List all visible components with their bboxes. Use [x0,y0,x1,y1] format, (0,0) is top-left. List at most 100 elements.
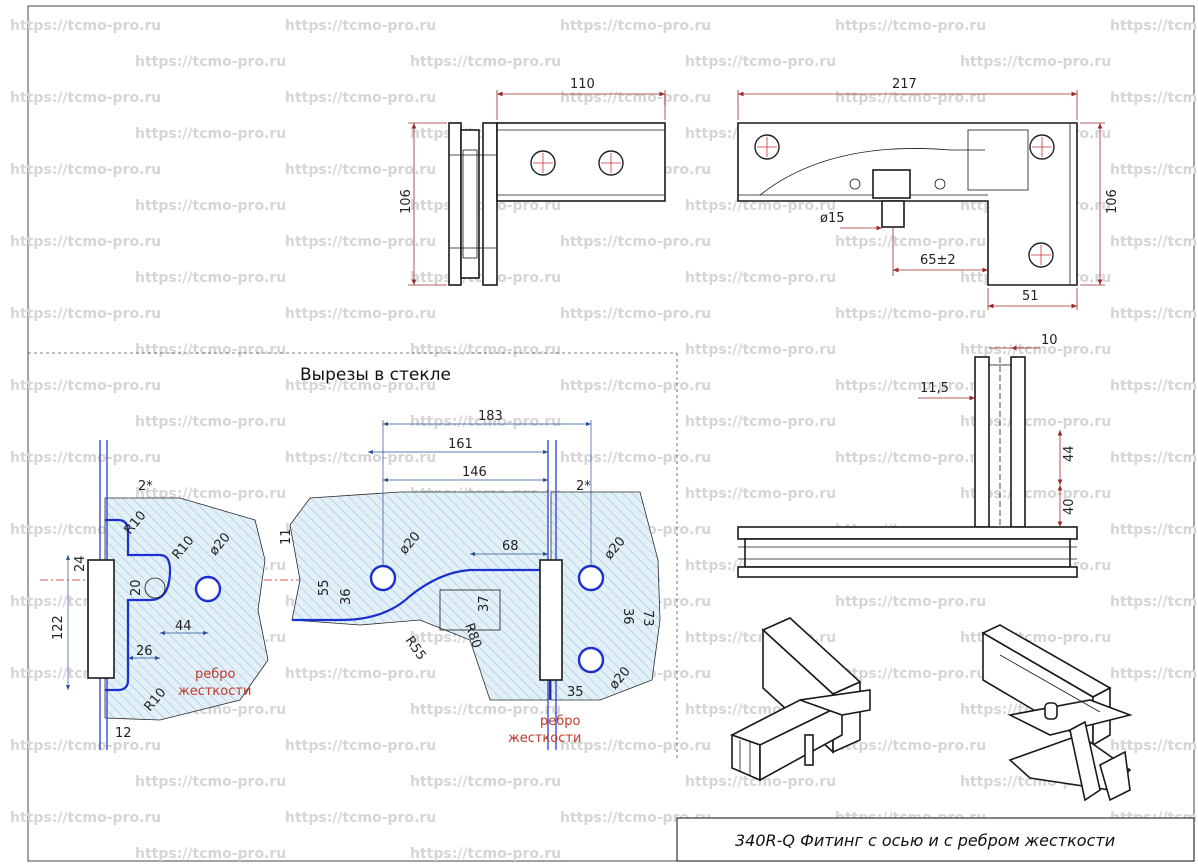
rib-label-left-1: ребро [195,667,236,682]
watermark-text: https://tcmo-pro.ru [835,666,986,682]
watermark-text: https://tcmo-pro.ru [560,306,711,322]
screw-icon [530,150,556,176]
dim-35: 35 [567,685,584,700]
watermark-text: https://tcmo-pro.ru [960,54,1111,70]
dim-pin-diameter: ø15 [820,211,845,226]
watermark-text: https://tcmo-pro.ru [835,450,986,466]
watermark-text: https://tcmo-pro.ru [685,54,836,70]
dim-12: 12 [115,726,132,741]
watermark-text: https://tcmo-pro.ru [835,234,986,250]
screw-icon [1029,134,1055,160]
watermark-text: https://tcmo-pro.ru [835,90,986,106]
watermark-text: https://tcmo-pro.ru [285,234,436,250]
watermark-text: https://tcmo-pro.ru [685,342,836,358]
screw-icon [1028,242,1054,268]
watermark-text: https://tcmo-pro.ru [285,18,436,34]
watermark-text: https://tcmo-pro.ru [685,774,836,790]
title-block-text: 340R-Q Фитинг с осью и с ребром жесткост… [735,831,1115,850]
dim-44: 44 [175,619,192,634]
watermark-text: https://tcmo-pro.ru [560,450,711,466]
watermark-text: https://tcmo-pro.ru [685,486,836,502]
watermark-text: https://tcmo-pro.ru [835,18,986,34]
dim-73: 73 [640,610,655,627]
dim-122: 122 [51,615,66,640]
dim-gap-right: 2* [576,479,591,494]
watermark-text: https://tcmo-pro.ru [135,774,286,790]
glass-cutouts-section: Вырезы в стекле 183 161 146 [28,352,678,760]
dim-front-width: 110 [570,77,595,92]
watermark-text: https://tcmo-pro.ru [10,810,161,826]
watermark-text: https://tcmo-pro.ru [285,306,436,322]
dim-161: 161 [448,437,473,452]
dim-11: 11 [279,528,294,545]
watermark-text: https://tcmo-pro.ru [1110,738,1198,754]
screw-icon [598,150,624,176]
watermark-text: https://tcmo-pro.ru [135,126,286,142]
dim-front-height: 106 [399,189,414,214]
watermark-text: https://tcmo-pro.ru [285,90,436,106]
dim-68: 68 [502,539,519,554]
isometric-view-right [981,624,1133,802]
watermark-text: https://tcmo-pro.ru [560,738,711,754]
watermark-text: https://tcmo-pro.ru [1110,18,1198,34]
dim-pin-offset: 65±2 [920,253,956,268]
rib-label-right-1: ребро [540,714,581,729]
watermark-text: https://tcmo-pro.ru [285,738,436,754]
dim-top-height: 106 [1105,189,1120,214]
watermark-text: https://tcmo-pro.ru [1110,522,1198,538]
watermark-text: https://tcmo-pro.ru [135,270,286,286]
watermark-text: https://tcmo-pro.ru [685,414,836,430]
dim-146: 146 [462,465,487,480]
watermark-text: https://tcmo-pro.ru [285,810,436,826]
watermark-text: https://tcmo-pro.ru [560,378,711,394]
watermark-text: https://tcmo-pro.ru [135,54,286,70]
dim-leg-width: 51 [1022,289,1039,304]
dim-20: 20 [129,579,144,596]
top-view: 217 106 ø15 65±2 51 [737,77,1120,310]
watermark-text: https://tcmo-pro.ru [10,738,161,754]
watermark-text: https://tcmo-pro.ru [1110,306,1198,322]
front-view: 110 106 [399,77,666,286]
watermark-text: https://tcmo-pro.ru [285,378,436,394]
watermark-text: https://tcmo-pro.ru [135,198,286,214]
dim-37: 37 [477,595,492,612]
watermark-text: https://tcmo-pro.ru [10,162,161,178]
watermark-text: https://tcmo-pro.ru [10,450,161,466]
watermark-text: https://tcmo-pro.ru [285,162,436,178]
dim-183: 183 [478,409,503,424]
watermark-text: https://tcmo-pro.ru [1110,378,1198,394]
watermark-text: https://tcmo-pro.ru [960,414,1111,430]
cutouts-title: Вырезы в стекле [300,365,451,385]
watermark-text: https://tcmo-pro.ru [410,774,561,790]
watermark-text: https://tcmo-pro.ru [685,198,836,214]
dim-55: 55 [317,579,332,596]
watermark-text: https://tcmo-pro.ru [410,54,561,70]
dim-26: 26 [136,644,153,659]
dim-side-upper: 44 [1062,445,1077,462]
watermark-text: https://tcmo-pro.ru [10,18,161,34]
drawing-frame [27,5,1195,862]
watermark-text: https://tcmo-pro.ru [10,90,161,106]
watermark-text: https://tcmo-pro.ru [1110,666,1198,682]
watermark-text: https://tcmo-pro.ru [135,342,286,358]
isometric-view-left [729,617,871,782]
dim-side-lower: 40 [1062,498,1077,515]
watermark-text: https://tcmo-pro.ru [960,342,1111,358]
dim-36-right: 36 [620,608,635,625]
side-view: 10 11,5 44 40 [737,333,1078,578]
watermark-text: https://tcmo-pro.ru [685,270,836,286]
watermark-text: https://tcmo-pro.ru [1110,450,1198,466]
dim-top-width: 217 [892,77,917,92]
watermark-text: https://tcmo-pro.ru [560,90,711,106]
rib-label-left-2: жесткости [178,684,251,699]
watermark-text: https://tcmo-pro.ru [135,846,286,862]
watermark-text: https://tcmo-pro.ru [410,342,561,358]
dim-glass-gap: 11,5 [920,381,949,396]
watermark-text: https://tcmo-pro.ru [1110,234,1198,250]
dim-24: 24 [73,555,88,572]
dim-gap-left: 2* [138,479,153,494]
watermark-text: https://tcmo-pro.ru [1110,594,1198,610]
watermark-text: https://tcmo-pro.ru [410,846,561,862]
watermark-text: https://tcmo-pro.ru [835,738,986,754]
watermark-text: https://tcmo-pro.ru [10,234,161,250]
